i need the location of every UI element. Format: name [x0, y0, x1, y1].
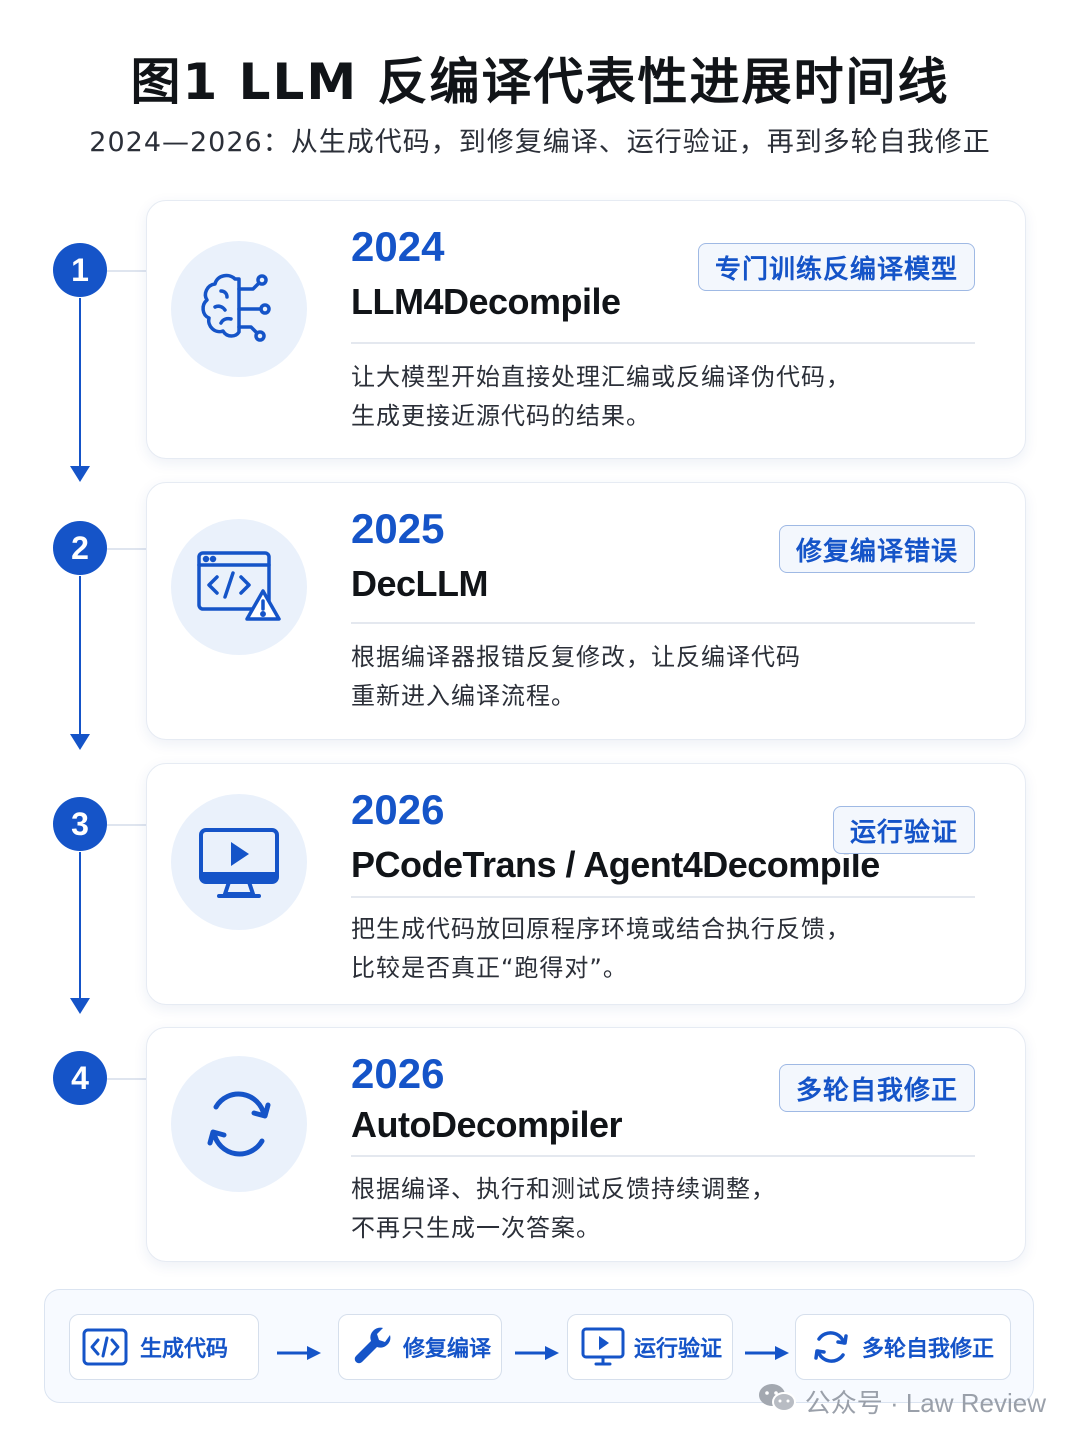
flow-arrow-icon	[277, 1346, 321, 1360]
connector-2	[107, 548, 147, 550]
timeline-card-2024: 2024 LLM4Decompile 专门训练反编译模型 让大模型开始直接处理汇…	[146, 200, 1026, 459]
card-divider	[351, 342, 975, 344]
desc-line: 生成更接近源代码的结果。	[351, 402, 651, 430]
desc-line: 不再只生成一次答案。	[351, 1214, 601, 1242]
timeline-card-2026-b: 2026 AutoDecompiler 多轮自我修正 根据编译、执行和测试反馈持…	[146, 1027, 1026, 1262]
code-window-warning-icon	[171, 519, 307, 655]
card-year: 2024	[351, 223, 445, 270]
card-tag: 运行验证	[832, 806, 975, 854]
step-number-1: 1	[53, 243, 107, 297]
desc-line: 重新进入编译流程。	[351, 682, 576, 710]
desc-line: 根据编译、执行和测试反馈持续调整，	[351, 1175, 776, 1203]
desc-line: 把生成代码放回原程序环境或结合执行反馈，	[351, 915, 851, 943]
flow-step-fix: 修复编译	[338, 1314, 502, 1380]
card-year: 2026	[351, 786, 445, 833]
brain-circuit-icon	[171, 241, 307, 377]
timeline-line-2	[79, 576, 81, 736]
flow-step-verify: 运行验证	[567, 1314, 733, 1380]
arrow-down-icon	[70, 466, 90, 482]
wechat-icon	[757, 1382, 797, 1421]
card-year: 2025	[351, 505, 445, 552]
wrench-icon	[349, 1322, 399, 1372]
desc-line: 让大模型开始直接处理汇编或反编译伪代码，	[351, 363, 851, 391]
step-number-4: 4	[53, 1051, 107, 1105]
card-model-name: DecLLM	[351, 563, 489, 604]
card-model-name: PCodeTrans / Agent4Decompile	[351, 844, 880, 885]
card-divider	[351, 622, 975, 624]
refresh-icon	[806, 1322, 856, 1372]
step-number-3: 3	[53, 797, 107, 851]
card-description: 根据编译器报错反复修改，让反编译代码 重新进入编译流程。	[351, 638, 965, 716]
card-divider	[351, 1155, 975, 1157]
flow-step-generate: 生成代码	[69, 1314, 259, 1380]
card-year: 2026	[351, 1050, 445, 1097]
code-icon	[80, 1322, 130, 1372]
refresh-cycle-icon	[171, 1056, 307, 1192]
flow-step-label: 生成代码	[140, 1337, 229, 1362]
card-model-name: LLM4Decompile	[351, 281, 621, 322]
timeline-card-2025: 2025 DecLLM 修复编译错误 根据编译器报错反复修改，让反编译代码 重新…	[146, 482, 1026, 740]
card-tag: 修复编译错误	[778, 525, 975, 573]
card-tag: 专门训练反编译模型	[697, 243, 975, 291]
process-flow: 生成代码 修复编译 运行验证	[44, 1289, 1034, 1403]
step-number-2: 2	[53, 521, 107, 575]
card-description: 把生成代码放回原程序环境或结合执行反馈， 比较是否真正“跑得对”。	[351, 910, 965, 988]
desc-line: 根据编译器报错反复修改，让反编译代码	[351, 643, 801, 671]
connector-1	[107, 270, 147, 272]
timeline-line-1	[79, 298, 81, 468]
watermark: 公众号 · Law Review	[757, 1382, 1046, 1421]
watermark-text: 公众号 · Law Review	[804, 1388, 1046, 1418]
timeline-card-2026-a: 2026 PCodeTrans / Agent4Decompile 运行验证 把…	[146, 763, 1026, 1005]
card-tag: 多轮自我修正	[778, 1064, 975, 1112]
flow-step-label: 多轮自我修正	[862, 1337, 995, 1362]
card-description: 根据编译、执行和测试反馈持续调整， 不再只生成一次答案。	[351, 1170, 965, 1248]
page-subtitle: 2024—2026：从生成代码，到修复编译、运行验证，再到多轮自我修正	[89, 127, 991, 158]
flow-arrow-icon	[515, 1346, 559, 1360]
flow-step-label: 运行验证	[634, 1337, 723, 1362]
flow-arrow-icon	[745, 1346, 789, 1360]
timeline-line-3	[79, 852, 81, 1000]
card-description: 让大模型开始直接处理汇编或反编译伪代码， 生成更接近源代码的结果。	[351, 358, 965, 436]
monitor-play-icon	[171, 794, 307, 930]
monitor-play-icon	[578, 1322, 628, 1372]
flow-step-self-correct: 多轮自我修正	[795, 1314, 1011, 1380]
arrow-down-icon	[70, 734, 90, 750]
connector-3	[107, 824, 147, 826]
card-model-name: AutoDecompiler	[351, 1104, 623, 1145]
flow-step-label: 修复编译	[403, 1337, 492, 1362]
desc-line: 比较是否真正“跑得对”。	[351, 954, 628, 982]
connector-4	[107, 1078, 147, 1080]
page-title: 图1 LLM 反编译代表性进展时间线	[130, 53, 950, 111]
card-divider	[351, 896, 975, 898]
arrow-down-icon	[70, 998, 90, 1014]
